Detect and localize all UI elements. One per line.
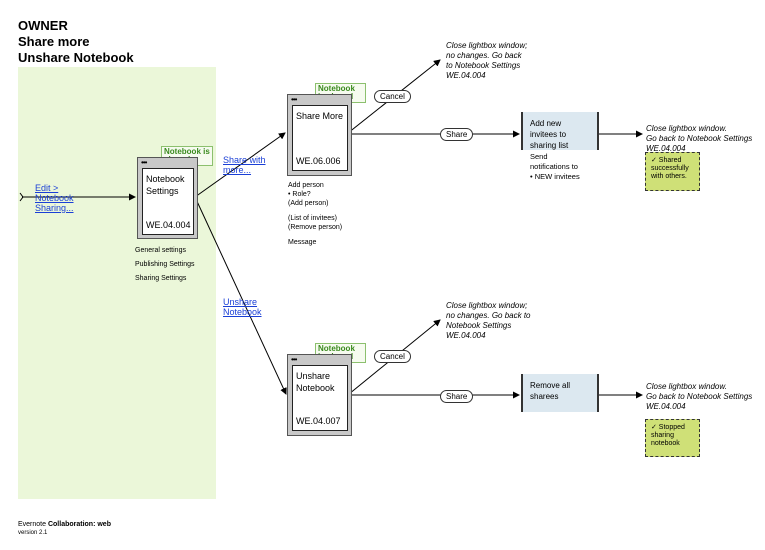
remove-sharees-action: Remove all sharees: [521, 374, 599, 412]
detail-item: • Role?: [288, 191, 311, 198]
page-title: OWNER Share more Unshare Notebook: [18, 18, 134, 66]
note-line: Close lightbox window.: [646, 382, 727, 391]
settings-item: General settings: [135, 247, 186, 254]
detail-item: Add person: [288, 182, 324, 189]
footer-title: Evernote Collaboration: web: [18, 521, 111, 529]
note-line: Send: [530, 152, 548, 161]
unshare-notebook-screen[interactable]: ••• Unshare Notebook WE.04.007: [287, 354, 352, 436]
notification-note: Send notifications to • NEW invitees: [530, 152, 580, 182]
notebook-settings-panel: [18, 67, 216, 499]
detail-item: (List of invitees): [288, 215, 338, 222]
share-button[interactable]: Share: [440, 128, 474, 141]
screen-name: Share More: [296, 111, 344, 121]
note-line: Close lightbox window;: [446, 301, 528, 310]
share-more-details: Add person • Role? (Add person) (List of…: [288, 181, 342, 247]
settings-item: Sharing Settings: [135, 275, 187, 282]
screen-code: WE.04.007: [296, 416, 341, 426]
edit-notebook-sharing-link[interactable]: Edit > Notebook Sharing...: [35, 183, 74, 213]
note-line: Notebook Settings: [446, 321, 512, 330]
cancel-button[interactable]: Cancel: [374, 90, 411, 103]
note-line: WE.04.004: [646, 402, 686, 411]
footer-prefix: Evernote: [18, 521, 48, 528]
notebook-settings-screen[interactable]: ••• Notebook Settings WE.04.004: [137, 157, 198, 239]
screen-name: Unshare Notebook: [296, 371, 335, 393]
screen-code: WE.06.006: [296, 156, 341, 166]
footer-version: version 2.1: [18, 530, 48, 536]
cancel-outcome-note: Close lightbox window; no changes. Go ba…: [446, 301, 531, 341]
note-line: • NEW invitees: [530, 172, 580, 181]
settings-item: Publishing Settings: [135, 261, 195, 268]
title-flow-1: Share more: [18, 34, 90, 49]
note-line: notifications to: [530, 162, 578, 171]
window-dots-icon: •••: [291, 355, 297, 364]
note-line: no changes. Go back to: [446, 311, 531, 320]
share-with-more-link[interactable]: Share with more...: [223, 155, 266, 175]
note-line: Go back to Notebook Settings: [646, 392, 753, 401]
share-more-screen[interactable]: ••• Share More WE.06.006: [287, 94, 352, 176]
cancel-button[interactable]: Cancel: [374, 350, 411, 363]
unshare-notebook-link[interactable]: Unshare Notebook: [223, 297, 262, 317]
share-result-note: Close lightbox window. Go back to Notebo…: [646, 124, 752, 154]
share-button[interactable]: Share: [440, 390, 474, 403]
window-dots-icon: •••: [141, 158, 147, 167]
footer: Evernote Collaboration: web version 2.1: [18, 521, 111, 537]
note-line: no changes. Go back: [446, 51, 522, 60]
note-line: WE.04.004: [446, 71, 486, 80]
screen-name: Notebook Settings: [146, 174, 185, 196]
detail-item: (Add person): [288, 200, 329, 207]
unshare-result-note: Close lightbox window. Go back to Notebo…: [646, 382, 752, 412]
detail-item: (Remove person): [288, 224, 343, 231]
note-line: WE.04.004: [446, 331, 486, 340]
note-line: to Notebook Settings: [446, 61, 521, 70]
shared-success-toast: ✓ Shared successfully with others.: [645, 152, 700, 191]
add-invitees-action: Add new invitees to sharing list: [521, 112, 599, 150]
settings-list: General settings Publishing Settings Sha…: [135, 246, 195, 284]
note-line: Go back to Notebook Settings: [646, 134, 753, 143]
note-line: Close lightbox window;: [446, 41, 528, 50]
stopped-sharing-toast: ✓ Stopped sharing notebook: [645, 419, 700, 457]
screen-code: WE.04.004: [146, 220, 191, 230]
title-role: OWNER: [18, 18, 68, 33]
cancel-outcome-note: Close lightbox window; no changes. Go ba…: [446, 41, 527, 81]
window-dots-icon: •••: [291, 95, 297, 104]
note-line: Close lightbox window.: [646, 124, 727, 133]
detail-item: Message: [288, 239, 317, 246]
title-flow-2: Unshare Notebook: [18, 50, 134, 65]
note-line: WE.04.004: [646, 144, 686, 153]
footer-bold: Collaboration: web: [47, 521, 111, 528]
